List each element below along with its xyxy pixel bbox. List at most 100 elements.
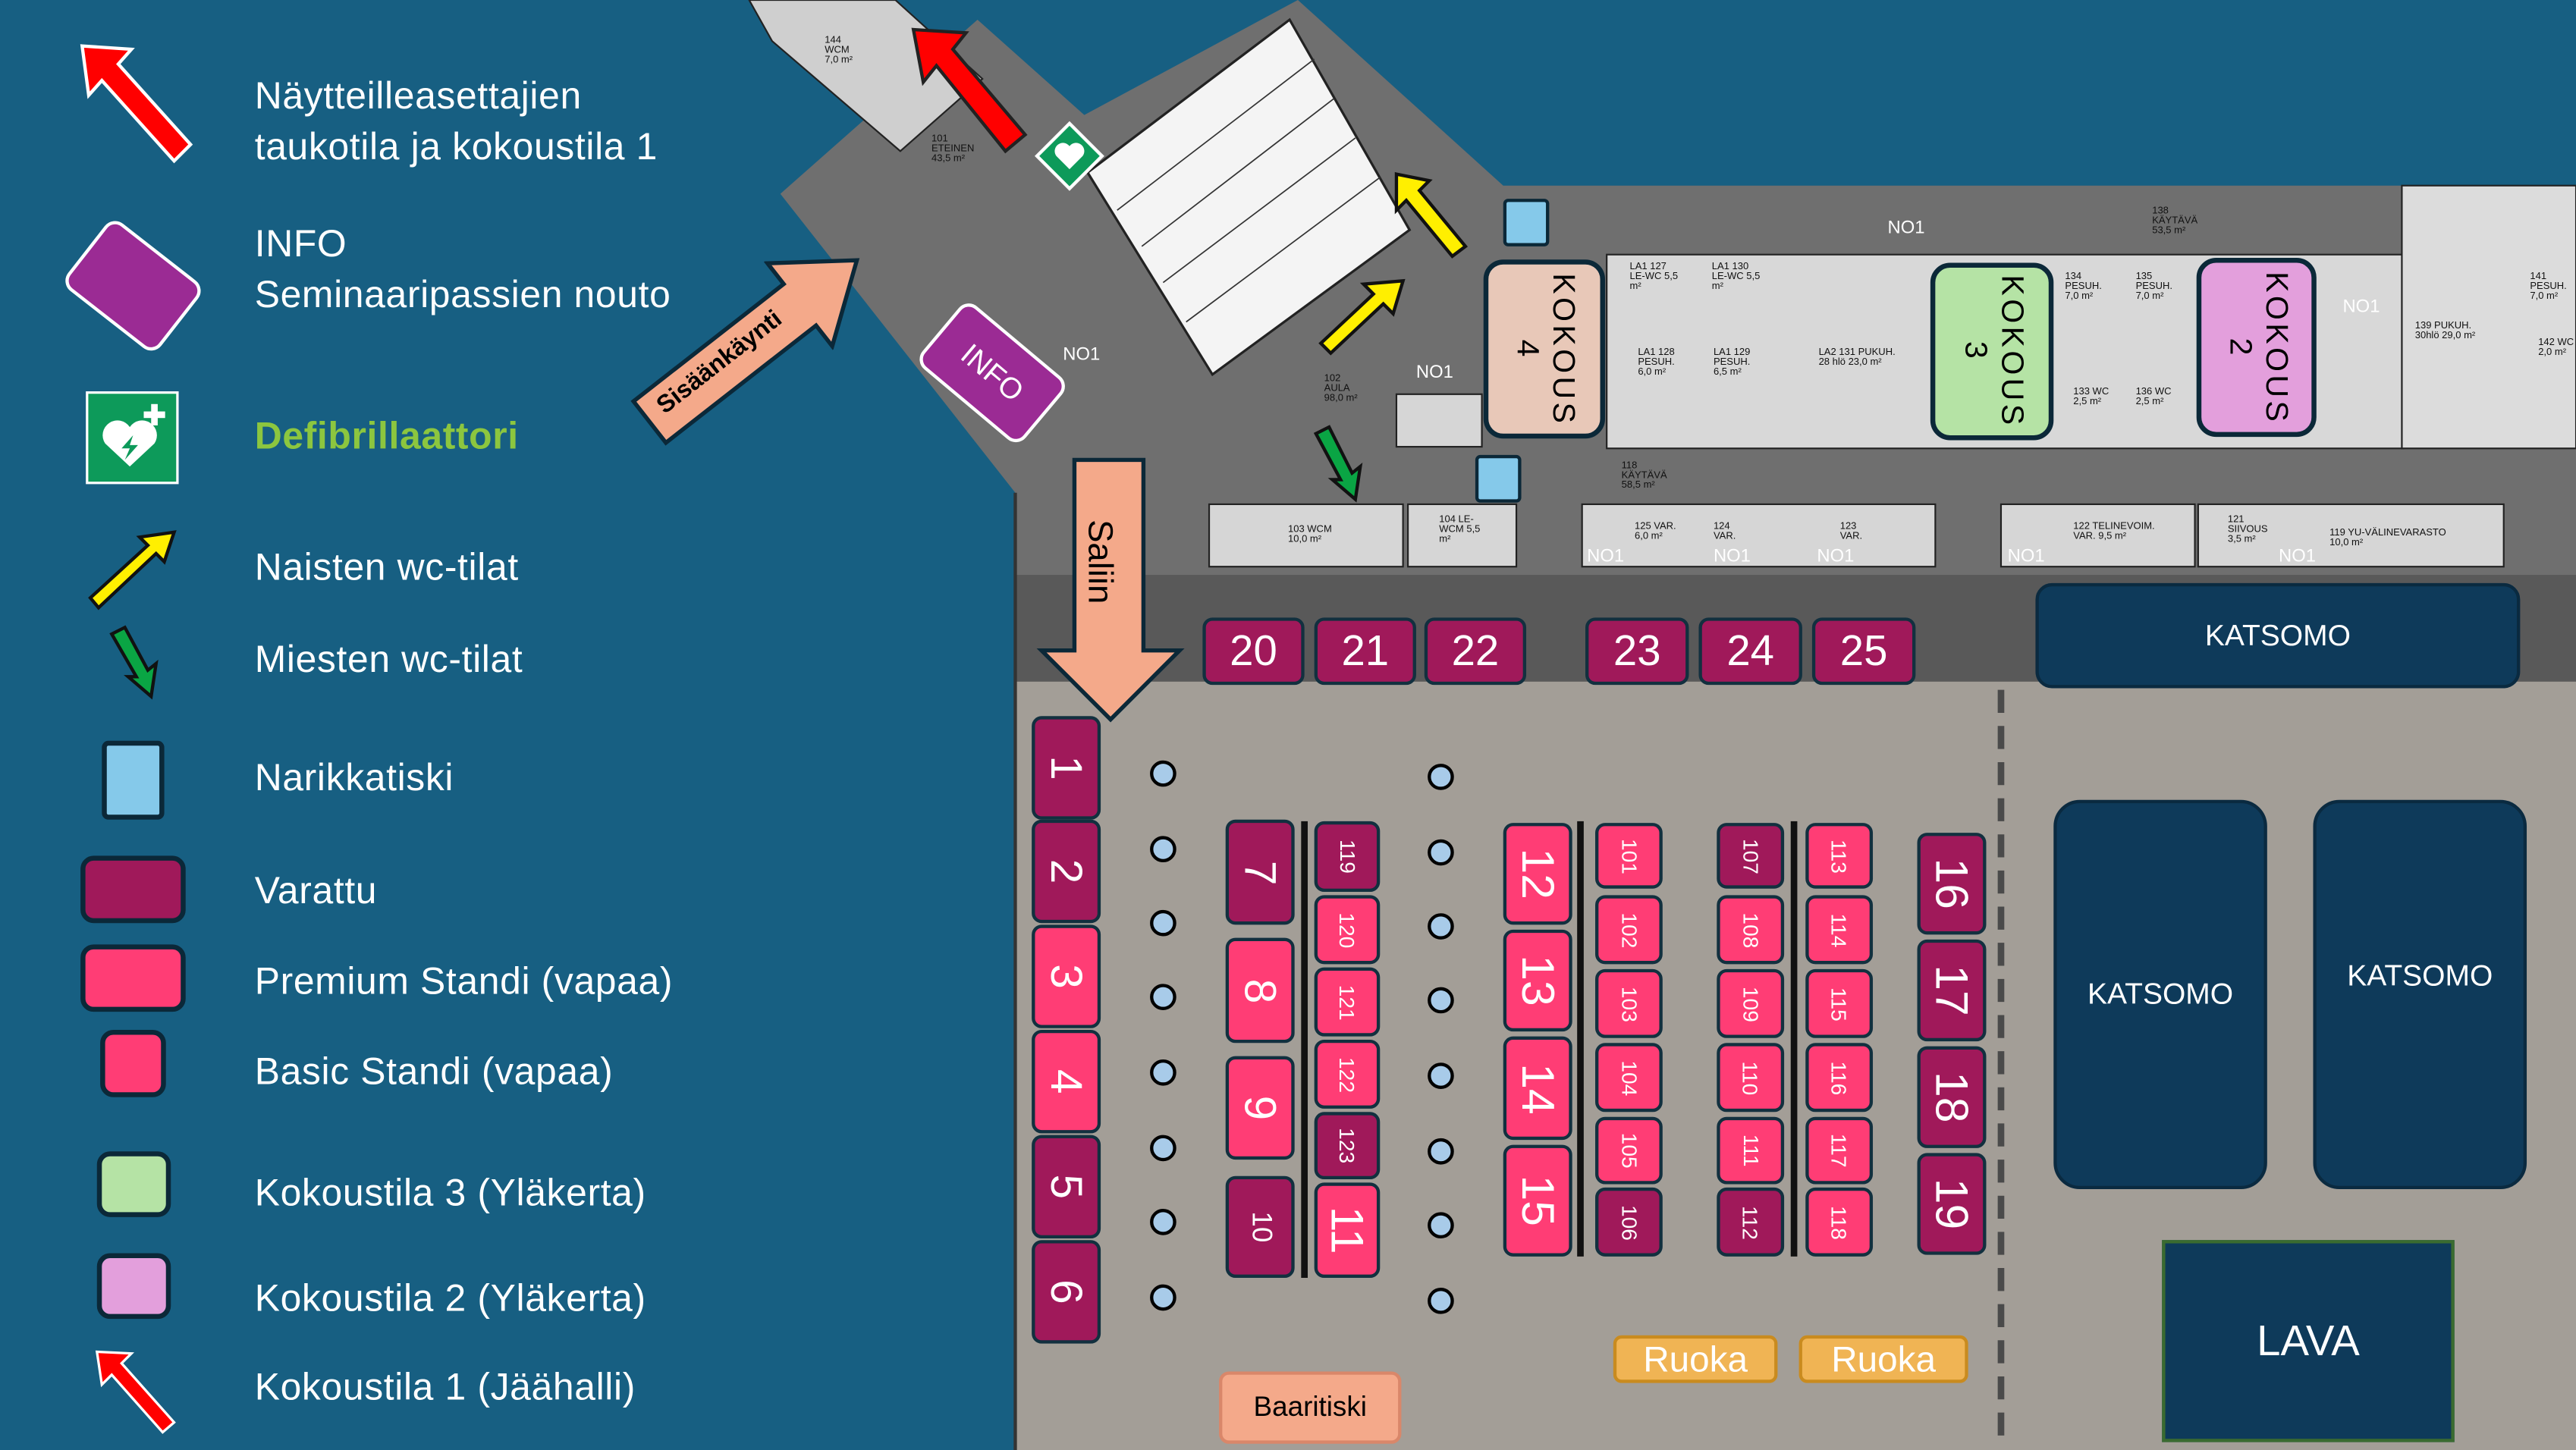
food-area: Ruoka (1798, 1335, 1968, 1383)
stand-117[interactable]: 117 (1805, 1116, 1874, 1185)
room-label: 104 LE-WCM 5,5 m² (1439, 516, 1481, 546)
to-hall-label: Saliin (1080, 519, 1119, 604)
stand-number: 16 (1927, 858, 1978, 909)
stand-12[interactable]: 12 (1503, 823, 1572, 925)
stand-number: 116 (1827, 1060, 1852, 1095)
stand-14[interactable]: 14 (1503, 1036, 1572, 1141)
stand-103[interactable]: 103 (1595, 968, 1663, 1038)
stand-16[interactable]: 16 (1917, 833, 1987, 935)
seating-label: KATSOMO (2347, 959, 2493, 993)
legend-label-basic: Basic Standi (vapaa) (254, 1049, 614, 1093)
stand-122[interactable]: 122 (1314, 1039, 1381, 1109)
stand-107[interactable]: 107 (1717, 823, 1785, 889)
room-label: 144 WCM 7,0 m² (825, 36, 853, 66)
stand-number: 10 (1245, 1211, 1277, 1243)
stand-9[interactable]: 9 (1225, 1056, 1295, 1160)
cloakroom-desk (1475, 454, 1522, 503)
stand-number: 12 (1513, 848, 1564, 899)
stand-106[interactable]: 106 (1595, 1187, 1663, 1257)
pillar-marker (1428, 913, 1454, 940)
stand-115[interactable]: 115 (1805, 968, 1874, 1038)
stand-24[interactable]: 24 (1698, 617, 1802, 686)
stand-7[interactable]: 7 (1225, 819, 1295, 925)
stand-102[interactable]: 102 (1595, 895, 1663, 965)
stand-105[interactable]: 105 (1595, 1116, 1663, 1185)
legend-label-meeting-room-1: Kokoustila 1 (Jäähalli) (254, 1364, 636, 1408)
stand-22[interactable]: 22 (1424, 617, 1527, 686)
legend-label-mens-wc: Miesten wc-tilat (254, 637, 523, 680)
room-label: 138 KÄYTÄVÄ 53,5 m² (2152, 206, 2198, 237)
corridor-label: NO1 (1713, 547, 1751, 567)
stand-120[interactable]: 120 (1314, 895, 1381, 965)
pillar-marker (1150, 909, 1176, 937)
stand-121[interactable]: 121 (1314, 967, 1381, 1037)
stand-1[interactable]: 1 (1032, 716, 1101, 820)
stand-118[interactable]: 118 (1805, 1187, 1874, 1257)
room-label: 119 YU-VÄLINEVARASTO 10,0 m² (2329, 529, 2446, 549)
stand-111[interactable]: 111 (1717, 1116, 1785, 1185)
stand-116[interactable]: 116 (1805, 1043, 1874, 1113)
meeting-room-1-arrow-icon (80, 44, 193, 164)
room-label: 125 VAR. 6,0 m² (1634, 522, 1676, 542)
stand-20[interactable]: 20 (1202, 617, 1305, 686)
stand-8[interactable]: 8 (1225, 937, 1295, 1044)
stand-113[interactable]: 113 (1805, 823, 1874, 889)
stand-123[interactable]: 123 (1314, 1112, 1381, 1180)
stand-number: 8 (1236, 978, 1286, 1003)
stand-11[interactable]: 11 (1314, 1182, 1381, 1279)
stand-number: 102 (1616, 912, 1641, 948)
stand-10[interactable]: 10 (1225, 1175, 1295, 1279)
stand-number: 17 (1927, 965, 1978, 1016)
room-label: LA1 127 LE-WC 5,5 m² (1629, 262, 1679, 293)
stand-18[interactable]: 18 (1917, 1046, 1987, 1148)
pillar-marker (1428, 987, 1454, 1014)
stand-112[interactable]: 112 (1717, 1187, 1785, 1257)
stand-21[interactable]: 21 (1314, 617, 1416, 686)
stand-number: 103 (1616, 985, 1641, 1022)
womens-wc-arrow-icon (1394, 171, 1469, 259)
stand-101[interactable]: 101 (1595, 823, 1663, 889)
stand-19[interactable]: 19 (1917, 1153, 1987, 1255)
to-hall-arrow-icon (1036, 457, 1185, 723)
stand-104[interactable]: 104 (1595, 1043, 1663, 1113)
defibrillator-icon (86, 391, 179, 485)
seating-label: KATSOMO (2088, 977, 2234, 1010)
corridor-label: NO1 (2342, 297, 2380, 318)
stand-4[interactable]: 4 (1032, 1029, 1101, 1134)
stand-23[interactable]: 23 (1585, 617, 1689, 686)
stand-number: 119 (1334, 840, 1360, 874)
stand-number: 5 (1042, 1174, 1092, 1200)
stand-number: 22 (1451, 626, 1500, 676)
stand-number: 6 (1042, 1279, 1092, 1304)
stand-17[interactable]: 17 (1917, 939, 1987, 1042)
defibrillator-map-icon (1035, 121, 1104, 191)
stand-seating-right: KATSOMO (2313, 799, 2527, 1190)
pillar-marker (1428, 1138, 1454, 1165)
stand-6[interactable]: 6 (1032, 1240, 1101, 1344)
pillar-marker (1428, 764, 1454, 790)
meeting-room-number: 3 (1957, 341, 1993, 362)
stand-110[interactable]: 110 (1717, 1043, 1785, 1113)
stand-number: 108 (1738, 912, 1763, 948)
room-label: LA2 131 PUKUH. 28 hlö 23,0 m² (1818, 348, 1896, 369)
stand-25[interactable]: 25 (1811, 617, 1916, 686)
stand-3[interactable]: 3 (1032, 924, 1101, 1028)
stand-number: 15 (1513, 1175, 1564, 1226)
stand-number: 14 (1513, 1062, 1564, 1114)
stand-108[interactable]: 108 (1717, 895, 1785, 965)
stand-5[interactable]: 5 (1032, 1135, 1101, 1239)
stand-114[interactable]: 114 (1805, 895, 1874, 965)
stand-2[interactable]: 2 (1032, 819, 1101, 924)
stand-109[interactable]: 109 (1717, 968, 1785, 1038)
room-label: 133 WC 2,5 m² (2073, 388, 2109, 408)
stage-label: LAVA (2257, 1315, 2360, 1365)
pillar-marker (1428, 1062, 1454, 1089)
stand-15[interactable]: 15 (1503, 1144, 1572, 1257)
room-label: LA1 130 LE-WC 5,5 m² (1711, 262, 1761, 293)
mens-wc-arrow-icon (109, 625, 159, 700)
stand-13[interactable]: 13 (1503, 929, 1572, 1032)
stand-119[interactable]: 119 (1314, 821, 1381, 893)
stage: LAVA (2162, 1240, 2455, 1442)
